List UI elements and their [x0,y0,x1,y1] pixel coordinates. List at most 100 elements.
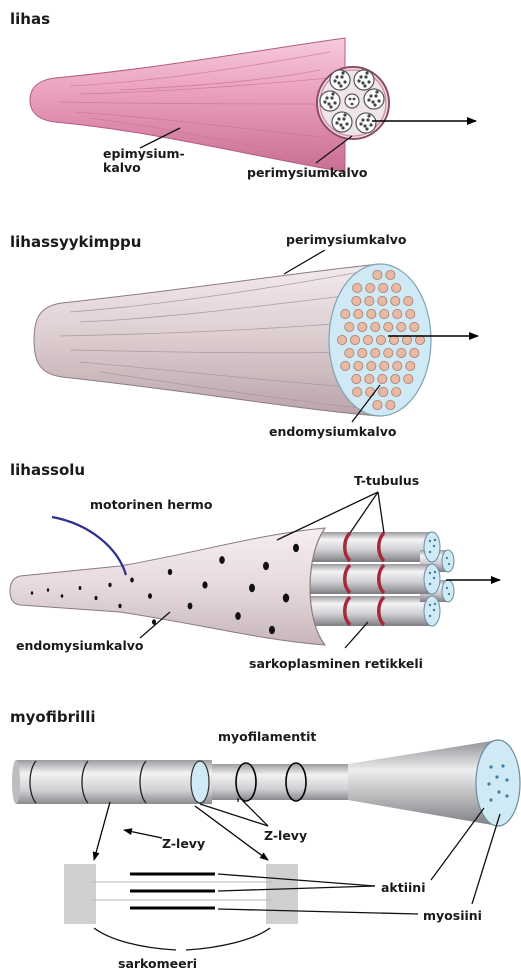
muscle-fiber [384,322,393,331]
muscle-fiber [353,387,362,396]
fascicle-perimysium-label: perimysiumkalvo [286,232,407,247]
cell-nucleus [219,556,225,564]
muscle-fiber [345,322,354,331]
muscle-fiber [371,322,380,331]
muscle-fiber [373,270,382,279]
sarcomere-label: sarkomeeri [118,956,197,971]
muscle-fiber [352,374,361,383]
muscle-fiber [380,361,389,370]
muscle-fiber [380,309,389,318]
muscle-fiber [366,283,375,292]
cell-nucleus [269,626,275,634]
cell-nucleus [283,594,289,603]
muscle-fiber [371,348,380,357]
muscle-fiber [406,309,415,318]
muscle-fiber [391,296,400,305]
fascicle-perimysium-leader [284,250,325,274]
muscle-fiber [376,335,385,344]
muscle-fiber [397,322,406,331]
myosin-label: myosiini [423,908,482,923]
fascicle-body [34,264,380,416]
epimysium-label-line1: epimysium- [103,146,185,161]
muscle-fiber [367,361,376,370]
muscle-fiber [354,309,363,318]
muscle-fiber [392,387,401,396]
t-tubule-label: T-tubulus [354,473,419,488]
z-disc-left-arrow [124,830,162,838]
cell-nucleus [61,594,64,598]
muscle-fiber [367,309,376,318]
muscle-fiber [404,296,413,305]
tube-ends [424,532,450,626]
cell-endomysium-label: endomysiumkalvo [16,638,144,653]
sarcoplasmic-reticulum-label: sarkoplasminen retikkeli [249,656,423,671]
cell-nucleus [188,603,193,610]
muscle-fiber [393,361,402,370]
z-disc-left-label: Z-levy [162,836,205,851]
cell-body [10,528,325,645]
muscle-fiber [366,387,375,396]
muscle-fiber [378,374,387,383]
muscle-fiber [384,348,393,357]
muscle-fiber [386,400,395,409]
actin-label: aktiini [381,880,425,895]
muscle-fiber [410,348,419,357]
myofibril-cross-section [476,740,520,826]
cell-nucleus [235,612,241,620]
cell-nucleus [47,588,49,591]
cell-nucleus [168,569,172,575]
cell-nucleus [293,544,299,552]
perimysium-label: perimysiumkalvo [247,165,368,180]
muscle-fiber [392,283,401,292]
muscle-fiber [365,296,374,305]
cell-nucleus [118,604,121,608]
muscle-fiber [404,374,413,383]
sarcomere-detail [64,864,298,924]
cell-nucleus [95,596,98,600]
muscle-fiber [379,387,388,396]
fascicle-heading: lihassyykimppu [10,233,141,251]
myofibril-heading: myofibrilli [10,708,96,726]
muscle-fiber [373,400,382,409]
sarcomere-bracket [94,928,270,950]
muscle-fiber [341,361,350,370]
epimysium-label-line2: kalvo [103,160,141,175]
cell-heading: lihassolu [10,461,85,479]
muscle-fiber [410,322,419,331]
muscle-fiber [406,361,415,370]
muscle-heading: lihas [10,10,50,28]
z-disc-right-label: Z-levy [264,828,307,843]
muscle-fiber [391,374,400,383]
muscle-fiber [358,348,367,357]
cell-nucleus [79,586,82,590]
cell-nucleus [31,591,33,594]
muscle-fiber [365,374,374,383]
muscle-fiber [337,335,346,344]
muscle-fiber [353,283,362,292]
cell-nucleus [130,578,134,583]
cell-nucleus [263,562,269,570]
muscle-fiber [386,270,395,279]
myofilaments-label: myofilamentit [218,729,316,744]
muscle-fiber [350,335,359,344]
sarcomere-projection-lines [94,802,268,860]
muscle-cross-section [317,67,389,139]
muscle-fiber [354,361,363,370]
muscle-fiber [397,348,406,357]
muscle-fiber [393,309,402,318]
cell-nucleus [108,583,111,587]
muscle-fiber [358,322,367,331]
muscle-fiber [352,296,361,305]
muscle-fiber [341,309,350,318]
muscle-fiber [378,296,387,305]
cell-nucleus [148,593,152,599]
cell-nucleus [249,584,255,592]
fascicle-endomysium-label: endomysiumkalvo [269,424,397,439]
muscle-body [30,38,345,172]
myofibril-cut-end [191,761,209,803]
motor-nerve-label: motorinen hermo [90,497,213,512]
muscle-fiber [345,348,354,357]
muscle-fiber [379,283,388,292]
cell-nucleus [202,581,207,588]
